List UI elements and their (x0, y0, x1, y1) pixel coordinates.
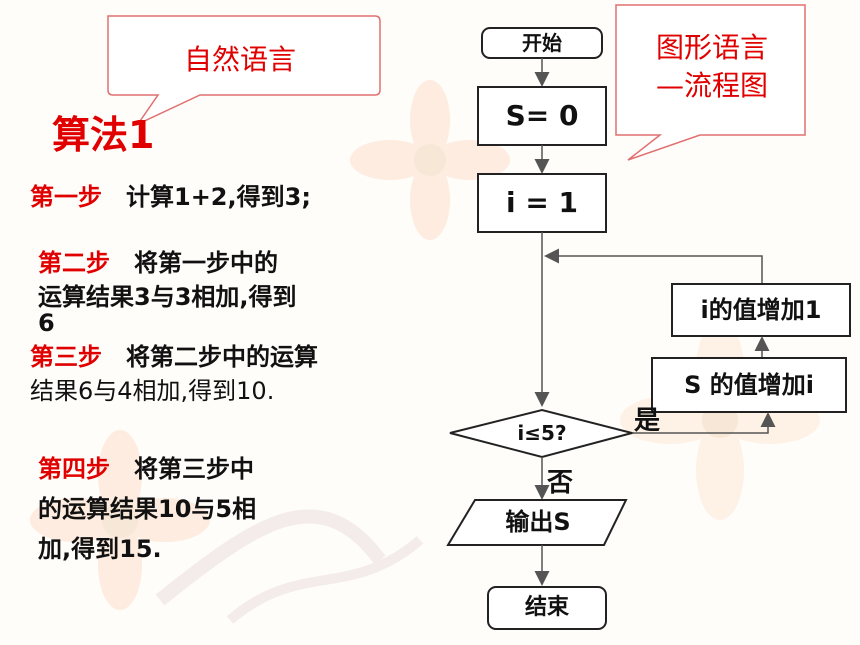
step-3-text-line1: 将第二步中的运算 (126, 343, 318, 371)
step-4-text-line1: 将第三步中 (134, 455, 254, 483)
step-4-text-line3: 加,得到15. (38, 535, 162, 563)
init-s-node (477, 86, 607, 146)
step-3: 第三步将第二步中的运算 结果6与4相加,得到10. (30, 340, 318, 408)
step-1-text: 计算1+2,得到3; (126, 183, 311, 211)
step-2-label: 第二步 (38, 249, 110, 277)
algorithm-title: 算法1 (52, 113, 155, 157)
increment-i-label: i的值增加1 (700, 296, 822, 324)
no-label: 否 (547, 468, 574, 498)
increment-s-node (651, 357, 847, 413)
init-i-node (477, 173, 607, 233)
step-3-label: 第三步 (30, 343, 102, 371)
arrow-loop-back (544, 248, 763, 284)
output-label: 输出S (505, 508, 571, 536)
graphic-language-label-line1: 图形语言 (655, 31, 768, 64)
step-1: 第一步计算1+2,得到3; (30, 180, 311, 214)
step-4-text-line2: 的运算结果10与5相 (38, 495, 257, 523)
yes-label: 是 (634, 406, 661, 436)
step-2-text-line1: 将第一步中的 (134, 249, 278, 277)
increment-s-label: S 的值增加i (684, 371, 814, 399)
natural-language-label: 自然语言 (183, 43, 296, 76)
increment-i-node (671, 283, 851, 337)
graphic-language-callout-shape (615, 4, 806, 161)
step-3-text-line2: 结果6与4相加,得到10. (30, 377, 275, 405)
natural-language-callout-shape (107, 15, 381, 126)
output-node (446, 499, 628, 546)
init-s-label: S= 0 (505, 99, 579, 132)
step-4: 第四步将第三步中 的运算结果10与5相 加,得到15. (38, 452, 256, 566)
init-i-label: i = 1 (505, 186, 579, 219)
end-label: 结束 (524, 595, 569, 620)
step-1-label: 第一步 (30, 183, 102, 211)
condition-label: i≤5? (517, 421, 567, 445)
step-2-text-line2: 运算结果3与3相加,得到 (38, 283, 297, 311)
step-2: 第二步将第一步中的 运算结果3与3相加,得到 6 (38, 246, 297, 337)
step-4-label: 第四步 (38, 455, 110, 483)
end-node (487, 586, 607, 630)
graphic-language-label-line2: —流程图 (655, 69, 768, 102)
arrow-yes-branch (632, 412, 776, 434)
step-2-text-line3: 6 (38, 309, 55, 337)
start-label: 开始 (522, 31, 562, 55)
